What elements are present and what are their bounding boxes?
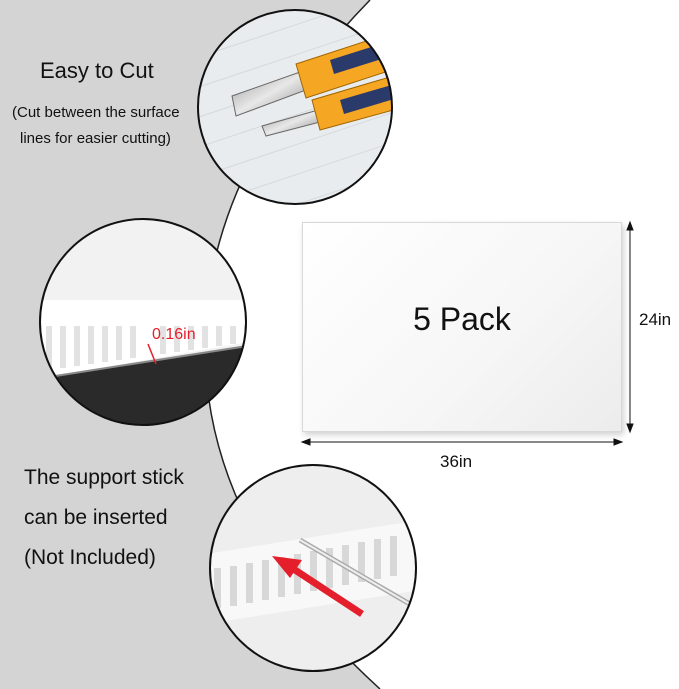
support-stick-text: The support stick can be inserted (Not I… xyxy=(24,458,184,578)
support-stick-circle xyxy=(210,465,416,671)
width-dimension-arrow xyxy=(300,438,624,446)
height-label: 24in xyxy=(639,310,672,329)
easy-to-cut-title: Easy to Cut xyxy=(40,58,154,83)
support-line1: The support stick xyxy=(24,466,184,489)
support-line3: (Not Included) xyxy=(24,546,156,569)
cut-note-line2: lines for easier cutting) xyxy=(20,130,171,147)
support-line2: can be inserted xyxy=(24,506,168,529)
cut-note-line1: (Cut between the surface xyxy=(12,104,180,121)
cut-note: (Cut between the surface lines for easie… xyxy=(12,100,202,152)
width-label: 36in xyxy=(440,452,473,471)
thickness-label: 0.16in xyxy=(152,326,196,343)
height-dimension-arrow xyxy=(626,220,634,434)
pack-label: 5 Pack xyxy=(413,301,511,337)
foam-board: 5 Pack xyxy=(302,222,622,432)
